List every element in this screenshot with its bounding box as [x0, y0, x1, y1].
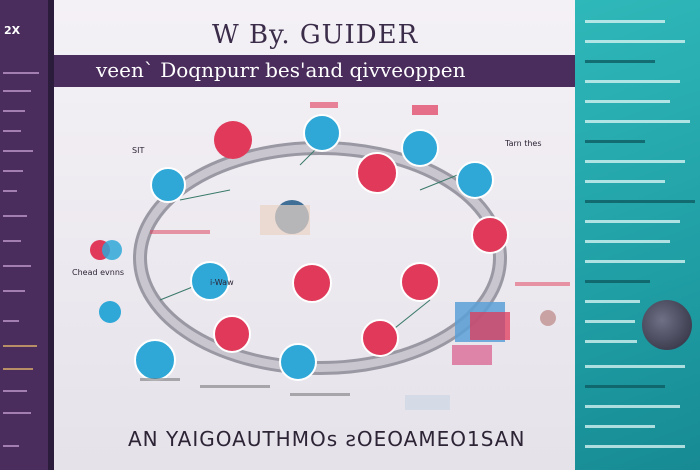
info-card: [405, 395, 450, 410]
text-line: [585, 240, 670, 243]
info-card: [470, 312, 510, 340]
subtitle-banner: veen` Doqnpurr bes'and qivveoppen: [54, 55, 575, 87]
process-node: [190, 261, 230, 301]
text-line: [585, 260, 685, 263]
text-line: [585, 160, 685, 163]
sidebar-line: [3, 445, 19, 447]
process-node: [279, 343, 317, 381]
text-line: [585, 60, 655, 63]
process-node: [99, 301, 121, 323]
label-bar: [515, 282, 570, 286]
text-line: [585, 180, 665, 183]
text-line: [585, 340, 637, 343]
text-line: [585, 320, 635, 323]
text-line: [585, 425, 655, 428]
label-bar: [290, 393, 350, 396]
text-line: [585, 20, 665, 23]
sidebar-line: [3, 72, 39, 74]
text-line: [585, 280, 650, 283]
sidebar-line: [3, 170, 23, 172]
sidebar-line: [3, 190, 17, 192]
sidebar-line: [3, 130, 21, 132]
sidebar-line: [3, 290, 25, 292]
sidebar-line: [3, 150, 33, 152]
process-node: [401, 129, 439, 167]
text-line: [585, 200, 695, 203]
info-card: [260, 205, 310, 235]
page-title: W By. GUIDER: [212, 20, 419, 50]
process-node: [456, 161, 494, 199]
process-node: [150, 167, 186, 203]
text-line: [585, 300, 640, 303]
sidebar-title: 2X: [4, 24, 21, 37]
right-sidebar: [575, 0, 700, 470]
sidebar-line: [3, 368, 33, 370]
process-node: [213, 315, 251, 353]
process-node: [400, 262, 440, 302]
node-label: i-Waw: [210, 278, 234, 287]
text-line: [585, 140, 645, 143]
cycle-ring-inner: [136, 144, 504, 372]
process-node: [134, 339, 176, 381]
label-bar: [150, 230, 210, 234]
sidebar-line: [3, 110, 25, 112]
process-node: [471, 216, 509, 254]
text-line: [585, 365, 685, 368]
connector-line: [179, 189, 231, 201]
sidebar-line: [3, 412, 31, 414]
sidebar-line: [3, 215, 27, 217]
text-line: [585, 40, 685, 43]
chead-label: Chead evnns: [72, 268, 124, 277]
text-line: [585, 80, 680, 83]
info-card: [452, 345, 492, 365]
text-line: [585, 220, 680, 223]
left-sidebar: 2X: [0, 0, 48, 470]
text-line: [585, 100, 670, 103]
label-bar: [200, 385, 270, 388]
process-node: [292, 263, 332, 303]
process-node: [214, 121, 252, 159]
sidebar-line: [3, 320, 19, 322]
process-node: [102, 240, 122, 260]
text-line: [585, 405, 680, 408]
process-node: [303, 114, 341, 152]
sidebar-line: [3, 390, 27, 392]
label-bar: [140, 378, 180, 381]
sidebar-line: [3, 90, 31, 92]
label-bar: [310, 102, 338, 108]
process-node: [540, 310, 556, 326]
sidebar-line: [3, 345, 37, 347]
sit-label: SIT: [132, 146, 144, 155]
divider-stripe: [48, 0, 54, 470]
label-bar: [412, 105, 438, 115]
text-line: [585, 445, 685, 448]
footer-text: AN YAIGOAUTHMOs ƨOEOAMEO1SAN: [128, 427, 526, 451]
process-node: [356, 152, 398, 194]
sidebar-line: [3, 240, 21, 242]
process-node: [361, 319, 399, 357]
text-line: [585, 385, 665, 388]
banner-text: veen` Doqnpurr bes'and qivveoppen: [96, 58, 466, 82]
portrait-thumbnail: [642, 300, 692, 350]
text-line: [585, 120, 690, 123]
trwn-label: Tarn thes: [504, 139, 542, 148]
sidebar-line: [3, 265, 31, 267]
